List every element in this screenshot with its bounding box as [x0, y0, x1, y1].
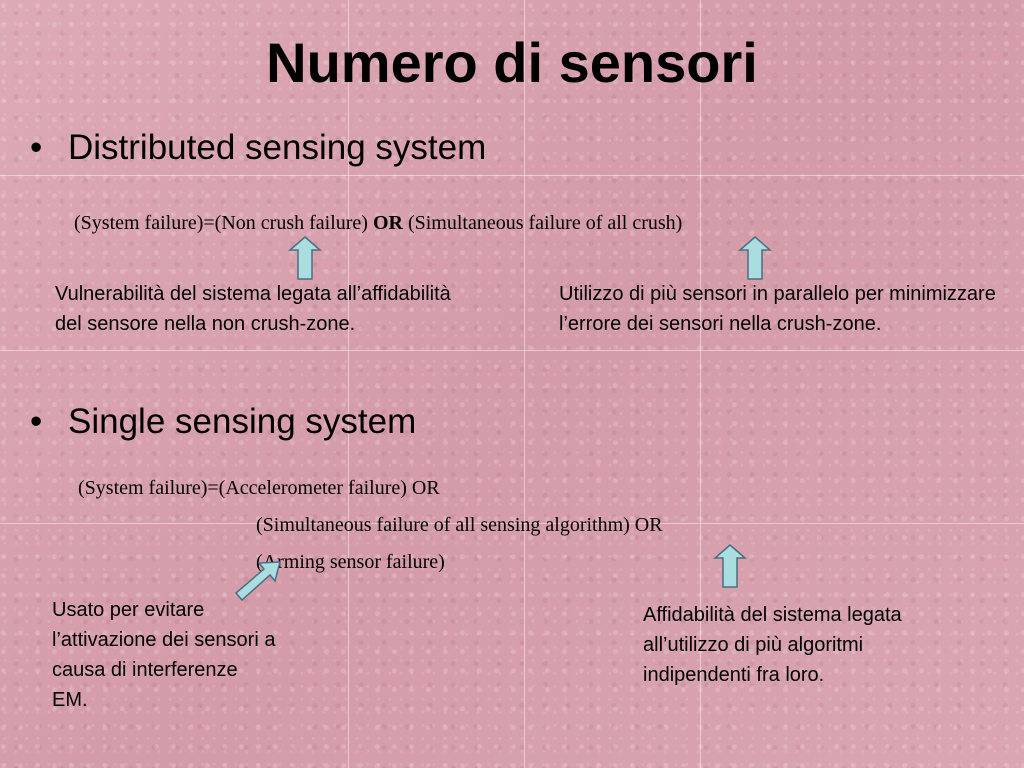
bullet-single: • Single sensing system [30, 402, 416, 442]
formula-text: (System failure)=(Non crush failure) [74, 212, 373, 234]
background-gridline [0, 350, 1024, 351]
up-arrow-icon [737, 236, 773, 280]
up-arrow-icon [712, 544, 748, 588]
background-gridline [524, 0, 525, 768]
note-em-interference: Usato per evitare l’attivazione dei sens… [52, 599, 276, 711]
bullet-text: Single sensing system [68, 402, 417, 441]
diagonal-arrow-icon [234, 561, 281, 602]
note-crush-zone: Utilizzo di più sensori in parallelo per… [559, 283, 996, 335]
note-algorithms: Affidabilità del sistema legata all’util… [643, 604, 902, 686]
bullet-marker: • [30, 128, 43, 167]
single-formula-line3: (Arming sensor failure) [256, 551, 445, 573]
note-non-crush-zone: Vulnerabilità del sistema legata all’aff… [55, 283, 451, 335]
formula-text: (Simultaneous failure of all crush) [402, 212, 683, 234]
bullet-marker: • [30, 402, 43, 441]
distributed-formula: (System failure)=(Non crush failure) OR … [74, 212, 682, 235]
background-gridline [0, 175, 1024, 176]
single-formula-line2: (Simultaneous failure of all sensing alg… [256, 514, 663, 536]
bullet-distributed: • Distributed sensing system [30, 128, 486, 168]
up-arrow-icon [287, 236, 323, 280]
background-gridline [348, 0, 349, 768]
background-gridline [700, 0, 701, 768]
bullet-text: Distributed sensing system [68, 128, 487, 167]
formula-or: OR [372, 212, 403, 234]
slide-title: Numero di sensori [266, 31, 758, 94]
single-formula-line1: (System failure)=(Accelerometer failure)… [78, 477, 440, 499]
background-gridline [0, 523, 1024, 524]
